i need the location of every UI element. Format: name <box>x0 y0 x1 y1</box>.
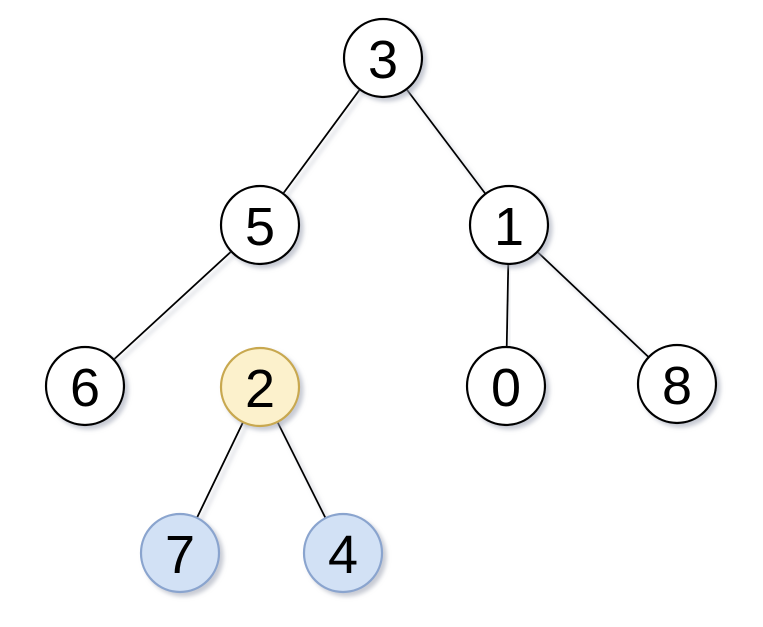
node-label-8: 8 <box>662 356 692 416</box>
node-label-6: 6 <box>70 358 100 418</box>
tree-node-6: 6 <box>44 345 126 427</box>
node-label-4: 4 <box>328 525 358 585</box>
node-label-7: 7 <box>165 525 195 585</box>
tree-node-3: 3 <box>342 17 424 99</box>
node-circle-4 <box>302 512 384 594</box>
node-label-2: 2 <box>245 359 275 419</box>
tree-node-1: 1 <box>468 184 550 266</box>
node-label-3: 3 <box>368 30 398 90</box>
tree-node-2: 2 <box>219 346 301 428</box>
tree-node-0: 0 <box>465 345 547 427</box>
tree-edges-layer <box>84 57 678 554</box>
tree-node-5: 5 <box>219 184 301 266</box>
node-circle-6 <box>44 345 126 427</box>
node-circle-8 <box>636 343 718 425</box>
node-circle-2 <box>219 346 301 428</box>
tree-nodes-layer: 3 5 1 6 2 0 8 7 4 <box>44 17 718 594</box>
tree-node-8: 8 <box>636 343 718 425</box>
node-circle-5 <box>219 184 301 266</box>
tree-node-7: 7 <box>139 512 221 594</box>
node-label-0: 0 <box>491 358 521 418</box>
node-label-1: 1 <box>494 197 524 257</box>
node-circle-7 <box>139 512 221 594</box>
node-circle-0 <box>465 345 547 427</box>
node-circle-3 <box>342 17 424 99</box>
node-circle-1 <box>468 184 550 266</box>
tree-node-4: 4 <box>302 512 384 594</box>
node-label-5: 5 <box>245 197 275 257</box>
